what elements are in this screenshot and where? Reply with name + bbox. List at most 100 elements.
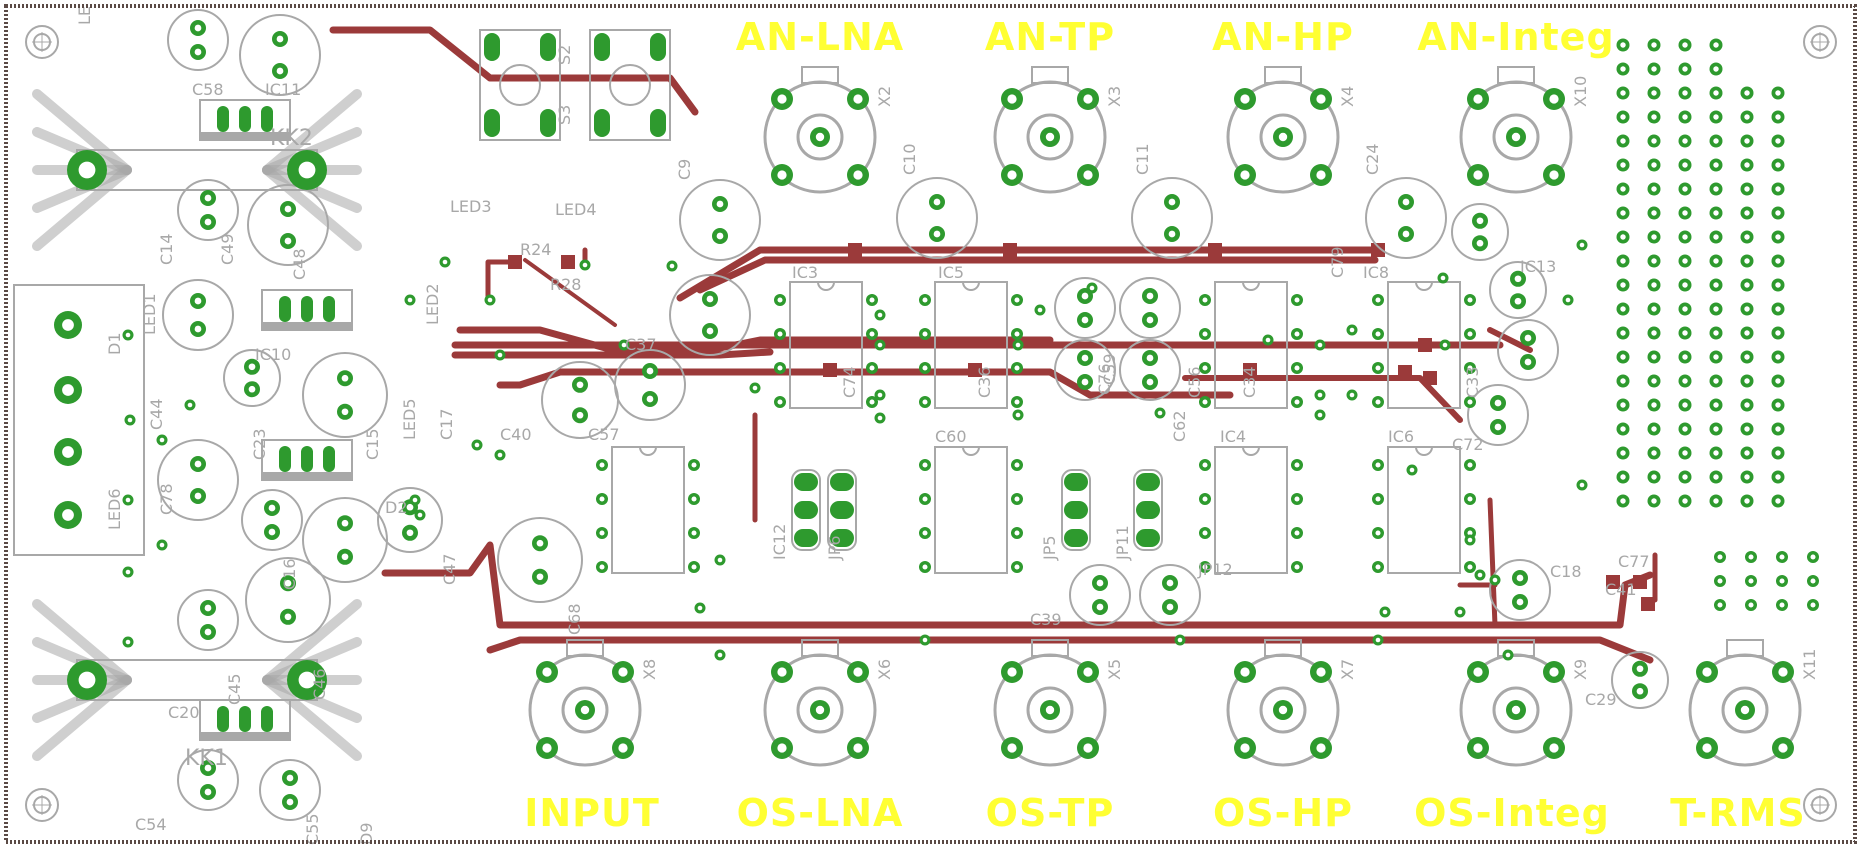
part-designator: C60 bbox=[935, 427, 967, 446]
drill-hole bbox=[1651, 210, 1657, 216]
drill-hole bbox=[1775, 162, 1781, 168]
drill-hole bbox=[691, 530, 697, 536]
drill-hole bbox=[412, 497, 418, 503]
drill-hole bbox=[1744, 426, 1750, 432]
drill-hole bbox=[1651, 306, 1657, 312]
drill-hole bbox=[1278, 705, 1288, 715]
drill-hole bbox=[869, 365, 875, 371]
component-outline bbox=[177, 589, 239, 651]
drill-hole bbox=[1775, 306, 1781, 312]
panel-label: OS-LNA bbox=[737, 791, 904, 835]
connector-inner bbox=[1026, 686, 1074, 734]
drill-hole bbox=[487, 297, 493, 303]
drill-hole bbox=[1349, 392, 1355, 398]
part-designator: C23 bbox=[250, 428, 269, 460]
drill-hole bbox=[1202, 399, 1208, 405]
drill-hole bbox=[1651, 90, 1657, 96]
drill-hole bbox=[599, 462, 605, 468]
drill-hole bbox=[1168, 230, 1176, 238]
drill-hole bbox=[1081, 316, 1089, 324]
drill-hole bbox=[1278, 132, 1288, 142]
panel-label: OS-Integ bbox=[1414, 791, 1610, 835]
drill-hole bbox=[1620, 114, 1626, 120]
part-designator: C40 bbox=[500, 425, 532, 444]
heatsink-fin bbox=[262, 599, 362, 685]
drill-hole bbox=[691, 564, 697, 570]
component-outline bbox=[1611, 651, 1669, 709]
drill-hole bbox=[1744, 330, 1750, 336]
drill-hole bbox=[869, 297, 875, 303]
drill-hole bbox=[1717, 578, 1723, 584]
part-designator: C57 bbox=[588, 425, 620, 444]
smd-pad bbox=[1418, 338, 1432, 352]
trace bbox=[496, 368, 1234, 399]
switch-pad bbox=[650, 109, 666, 137]
connector-tab bbox=[1726, 639, 1764, 657]
drill-hole bbox=[125, 332, 131, 338]
drill-hole bbox=[125, 569, 131, 575]
panel-label: AN-HP bbox=[1212, 15, 1354, 59]
regulator-tab bbox=[200, 132, 290, 140]
panel-label: OS-TP bbox=[986, 791, 1115, 835]
drill-hole bbox=[286, 798, 294, 806]
drill-hole bbox=[1549, 667, 1559, 677]
drill-hole bbox=[1744, 402, 1750, 408]
part-designator: C76 bbox=[1095, 363, 1114, 395]
part-designator: IC4 bbox=[1220, 427, 1246, 446]
connector-tab bbox=[1264, 66, 1302, 84]
drill-hole bbox=[1775, 378, 1781, 384]
drill-hole bbox=[922, 462, 928, 468]
ic-outline bbox=[934, 281, 1008, 409]
drill-hole bbox=[1511, 705, 1521, 715]
drill-hole bbox=[1467, 496, 1473, 502]
drill-hole bbox=[1713, 450, 1719, 456]
drill-hole bbox=[599, 496, 605, 502]
regulator-tab bbox=[262, 322, 352, 330]
drill-hole bbox=[1775, 426, 1781, 432]
jumper-pad bbox=[1064, 473, 1088, 491]
drill-hole bbox=[777, 667, 787, 677]
heatsink-fin bbox=[262, 89, 362, 175]
trace bbox=[1487, 327, 1533, 353]
drill-hole bbox=[1620, 138, 1626, 144]
smd-pad bbox=[848, 243, 862, 257]
trace bbox=[451, 348, 774, 359]
drill-hole bbox=[1014, 365, 1020, 371]
drill-hole bbox=[877, 312, 883, 318]
drill-hole bbox=[1467, 365, 1473, 371]
drill-hole bbox=[1294, 530, 1300, 536]
part-designator: C47 bbox=[440, 553, 459, 585]
connector-tab bbox=[801, 639, 839, 657]
drill-hole bbox=[1682, 330, 1688, 336]
drill-hole bbox=[1081, 354, 1089, 362]
ic-outline bbox=[1214, 281, 1288, 409]
drill-hole bbox=[1620, 378, 1626, 384]
panel-label: AN-TP bbox=[985, 15, 1115, 59]
connector-designator: X4 bbox=[1338, 86, 1357, 107]
connector-designator: X8 bbox=[640, 659, 659, 680]
drill-hole bbox=[1166, 603, 1174, 611]
regulator-pad bbox=[323, 446, 335, 472]
drill-hole bbox=[1202, 462, 1208, 468]
drill-hole bbox=[1713, 498, 1719, 504]
drill-hole bbox=[691, 462, 697, 468]
drill-hole bbox=[1744, 450, 1750, 456]
part-designator: LE bbox=[75, 6, 94, 25]
drill-hole bbox=[1081, 292, 1089, 300]
ic-outline bbox=[1387, 446, 1461, 574]
drill-hole bbox=[1083, 170, 1093, 180]
drill-hole bbox=[1316, 170, 1326, 180]
drill-hole bbox=[1651, 138, 1657, 144]
drill-hole bbox=[1579, 482, 1585, 488]
drill-hole bbox=[1467, 399, 1473, 405]
part-designator: C78 bbox=[157, 483, 176, 515]
part-designator: C15 bbox=[363, 428, 382, 460]
drill-hole bbox=[1620, 426, 1626, 432]
drill-hole bbox=[298, 671, 316, 689]
part-designator: C9 bbox=[675, 159, 694, 180]
drill-hole bbox=[1682, 282, 1688, 288]
drill-hole bbox=[853, 94, 863, 104]
drill-hole bbox=[599, 564, 605, 570]
drill-hole bbox=[1651, 402, 1657, 408]
drill-hole bbox=[1015, 342, 1021, 348]
